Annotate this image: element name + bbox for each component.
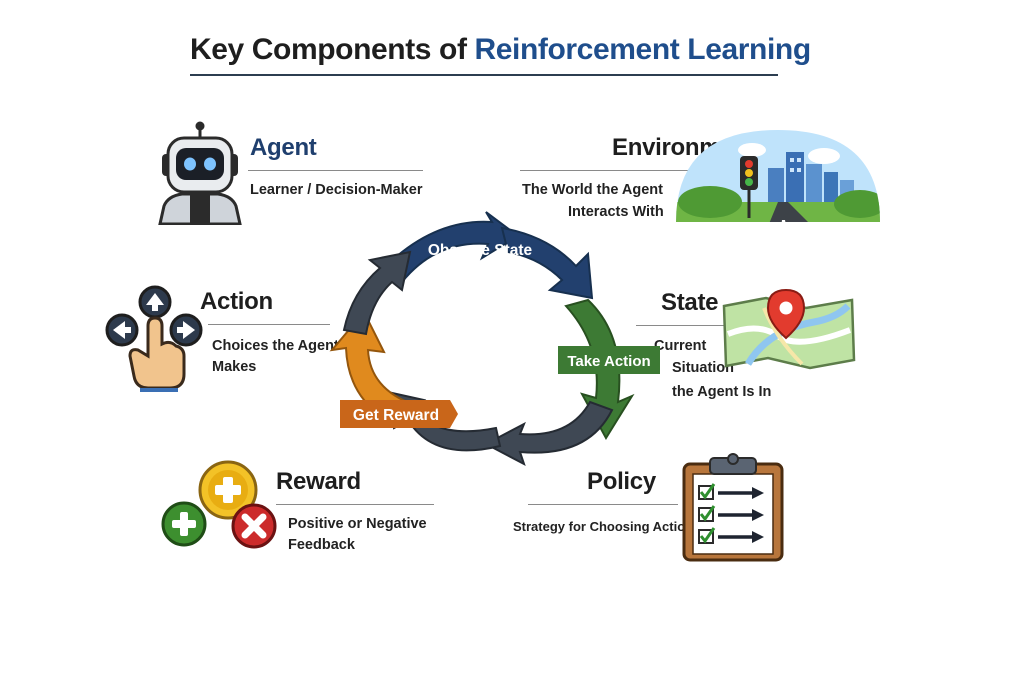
action-divider (208, 324, 330, 325)
get-reward-label-box (340, 400, 458, 428)
rl-cycle-diagram: Observe State Take Action Get Reward (329, 211, 660, 467)
agent-divider (248, 170, 423, 171)
state-divider (636, 325, 726, 326)
state-description-3: the Agent Is In (672, 384, 772, 400)
observe-state-label: Observe State (428, 242, 533, 259)
policy-description: Strategy for Choosing Actions (513, 519, 701, 534)
state-title: State (661, 289, 719, 316)
take-action-label: Take Action (567, 353, 650, 370)
reward-description-2: Feedback (288, 537, 355, 553)
take-action-label-box (558, 346, 660, 374)
agent-title: Agent (250, 134, 317, 161)
map-pin-icon (722, 288, 856, 370)
action-title: Action (200, 288, 273, 315)
state-description-1: Current (654, 338, 707, 354)
action-description-2: Makes (212, 359, 257, 375)
city-road-icon (676, 130, 880, 222)
coins-icon (161, 460, 277, 549)
hand-arrows-icon (105, 285, 203, 392)
title-part-2: Reinforcement Learning (474, 33, 811, 66)
page-title: Key Components of Reinforcement Learning (190, 30, 811, 76)
state-description-2: Situation (672, 360, 735, 376)
reward-title: Reward (276, 468, 361, 495)
get-reward-label: Get Reward (353, 407, 439, 424)
reward-description-1: Positive or Negative (288, 516, 427, 532)
title-part-1: Key Components of (190, 33, 467, 66)
environment-description-2: Interacts With (568, 204, 664, 220)
environment-divider (520, 170, 730, 171)
robot-icon (158, 121, 242, 225)
agent-description: Learner / Decision-Maker (250, 182, 423, 198)
reward-divider (276, 504, 434, 505)
action-description-1: Choices the Agent (212, 338, 339, 354)
policy-divider (528, 504, 678, 505)
clipboard-checklist-icon (682, 453, 784, 562)
environment-description-1: The World the Agent (522, 182, 663, 198)
policy-title: Policy (587, 468, 656, 495)
